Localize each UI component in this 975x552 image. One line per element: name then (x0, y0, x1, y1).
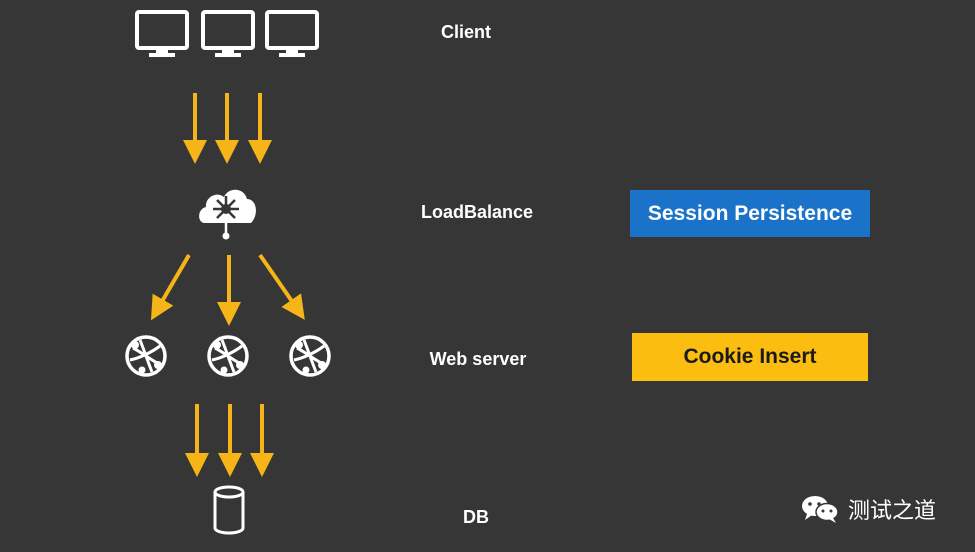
session-persistence-badge: Session Persistence (630, 190, 870, 237)
database-cylinder-icon (213, 485, 245, 535)
webserver-label: Web server (429, 349, 527, 369)
watermark: 测试之道 (800, 493, 936, 525)
wechat-icon (802, 496, 839, 523)
web-app-globe-icon (125, 335, 167, 377)
cloud-balancer-icon (199, 189, 256, 240)
client-label: Client (440, 22, 492, 42)
db-label: DB (463, 507, 489, 527)
watermark-text: 测试之道 (848, 499, 937, 524)
monitor-icon (201, 10, 255, 57)
web-app-globe-icon (289, 335, 331, 377)
monitor-icon (135, 10, 189, 57)
monitor-icon (265, 10, 319, 57)
arrows-client-to-lb (183, 93, 272, 164)
web-app-globe-icon (207, 335, 249, 377)
loadbalance-label: LoadBalance (420, 202, 534, 222)
arrows-web-to-db (185, 404, 274, 477)
cookie-insert-badge: Cookie Insert (632, 333, 868, 381)
arrows-lb-to-web (150, 253, 305, 326)
